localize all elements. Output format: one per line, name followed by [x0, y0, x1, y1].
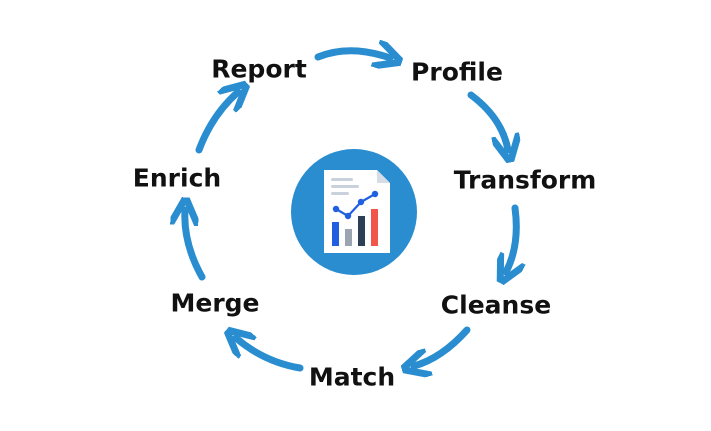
stage-label-merge: Merge	[170, 288, 260, 318]
arrow-merge-to-enrich	[185, 210, 206, 281]
arrow-match-to-merge	[236, 338, 304, 372]
arrow-enrich-to-report	[195, 92, 238, 154]
arrow-transform-to-cleanse	[506, 204, 516, 272]
arrow-cleanse-to-match	[414, 326, 471, 366]
chart-bar	[345, 229, 352, 246]
chart-bar	[371, 209, 378, 246]
trend-point	[332, 205, 340, 213]
trend-point	[344, 212, 352, 220]
text-line	[331, 185, 359, 188]
stage-label-report: Report	[211, 54, 307, 84]
stage-label-profile: Profile	[411, 57, 503, 87]
report-chart-icon	[291, 149, 417, 275]
chart-bar	[332, 222, 339, 246]
text-line	[331, 178, 353, 181]
chart-bar	[358, 216, 365, 246]
stage-label-transform: Transform	[453, 165, 597, 195]
stage-label-match: Match	[308, 362, 396, 392]
stage-label-enrich: Enrich	[132, 163, 222, 193]
text-line	[331, 192, 349, 195]
document-fold	[377, 170, 390, 183]
arrow-report-to-profile	[314, 51, 390, 58]
trend-point	[371, 190, 379, 198]
trend-line	[335, 193, 376, 218]
trend-point	[357, 198, 365, 206]
arrow-profile-to-transform	[467, 91, 508, 150]
stage-label-cleanse: Cleanse	[440, 290, 552, 320]
